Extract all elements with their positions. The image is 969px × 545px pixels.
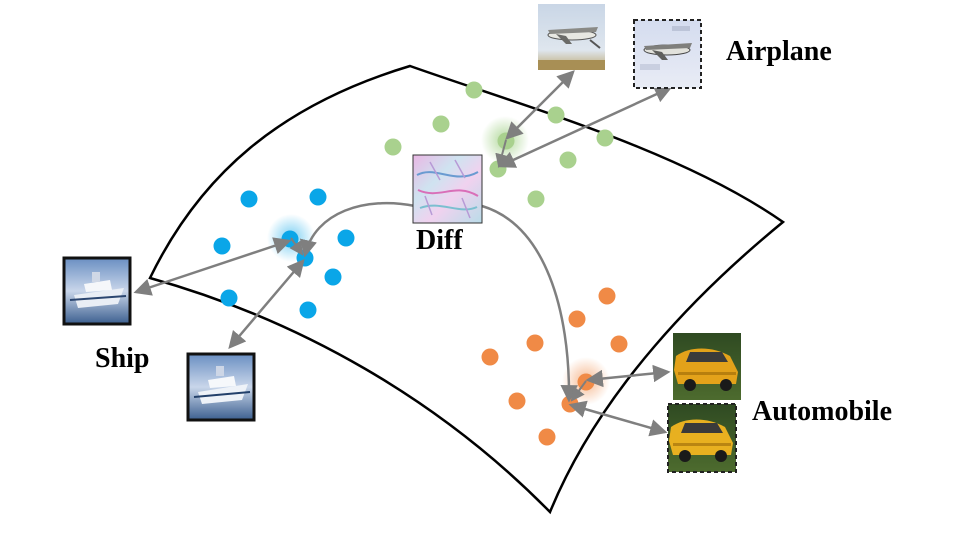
automobile-point — [481, 348, 499, 366]
diff-to-automobile-arrow — [481, 204, 578, 403]
noise-pattern-icon — [412, 154, 483, 224]
ship-point — [309, 188, 327, 206]
manifold-surface — [148, 64, 786, 515]
ship-point — [337, 229, 355, 247]
automobile-label: Automobile — [752, 396, 892, 427]
ship-inner-arrow — [289, 237, 304, 256]
airplane-point — [384, 138, 402, 156]
airplane-point — [432, 115, 450, 133]
ship-point — [299, 301, 317, 319]
ship-image-1-arrow — [133, 237, 292, 296]
ship-point — [220, 289, 238, 307]
diff-to-ship-arrow — [299, 201, 416, 258]
airplane-photo-icon — [538, 4, 605, 70]
diff-label: Diff — [416, 225, 463, 256]
automobile-point — [508, 392, 526, 410]
car-photo-icon — [667, 403, 737, 473]
automobile-inner-arrow — [570, 380, 587, 402]
car-photo-icon — [673, 333, 741, 400]
automobile-point — [598, 287, 616, 305]
airplane-image-2-arrow — [497, 86, 673, 168]
automobile-point — [610, 335, 628, 353]
ship-point — [240, 190, 258, 208]
airplane-point — [465, 81, 483, 99]
airplane-label: Airplane — [726, 36, 832, 67]
airplane-point — [559, 151, 577, 169]
ship-image-2-arrow — [228, 258, 305, 350]
automobile-image-2-arrow — [568, 400, 668, 437]
ship-point — [324, 268, 342, 286]
automobile-point — [568, 310, 586, 328]
ship-photo-icon — [62, 256, 132, 326]
automobile-image-1-arrow — [585, 364, 671, 388]
automobile-point — [526, 334, 544, 352]
ship-point — [213, 237, 231, 255]
airplane-photo-icon — [633, 19, 702, 89]
airplane-point — [547, 106, 565, 124]
automobile-point — [538, 428, 556, 446]
ship-photo-icon — [186, 352, 256, 422]
airplane-point — [527, 190, 545, 208]
airplane-point — [596, 129, 614, 147]
ship-label: Ship — [95, 343, 150, 374]
